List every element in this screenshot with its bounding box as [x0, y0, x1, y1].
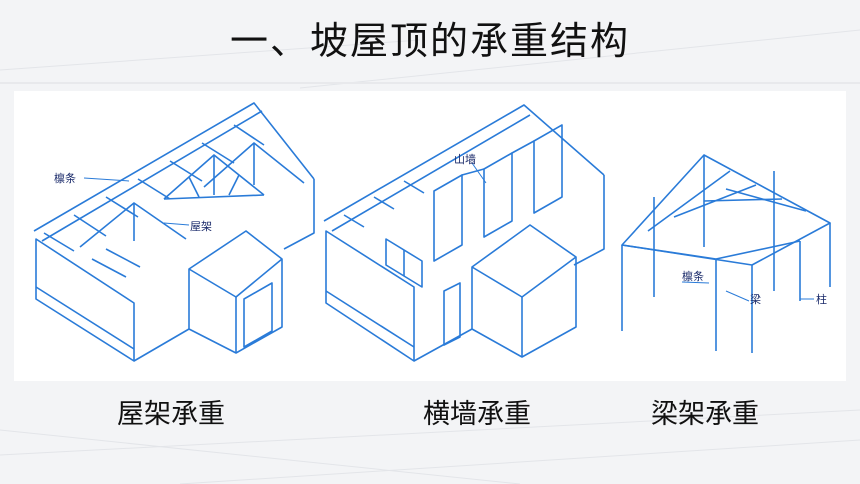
label-truss: 屋架: [190, 220, 212, 233]
label-purlin-1: 檩条: [54, 171, 76, 185]
label-column: 柱: [816, 292, 827, 306]
caption-crosswall-bearing: 横墙承重: [423, 399, 531, 430]
diagram-panel: 檩条 屋架: [14, 91, 846, 381]
truss-house-drawing: [33, 102, 315, 362]
caption-truss-bearing: 屋架承重: [117, 399, 225, 430]
label-beam: 梁: [750, 292, 761, 306]
beam-frame-drawing: [621, 154, 831, 353]
page-title: 一、坡屋顶的承重结构: [229, 19, 630, 63]
label-purlin-2: 檩条: [682, 269, 704, 283]
label-gable-wall: 山墙: [454, 152, 476, 166]
caption-beam-frame-bearing: 梁架承重: [651, 399, 759, 430]
crosswall-house-drawing: [323, 104, 605, 362]
